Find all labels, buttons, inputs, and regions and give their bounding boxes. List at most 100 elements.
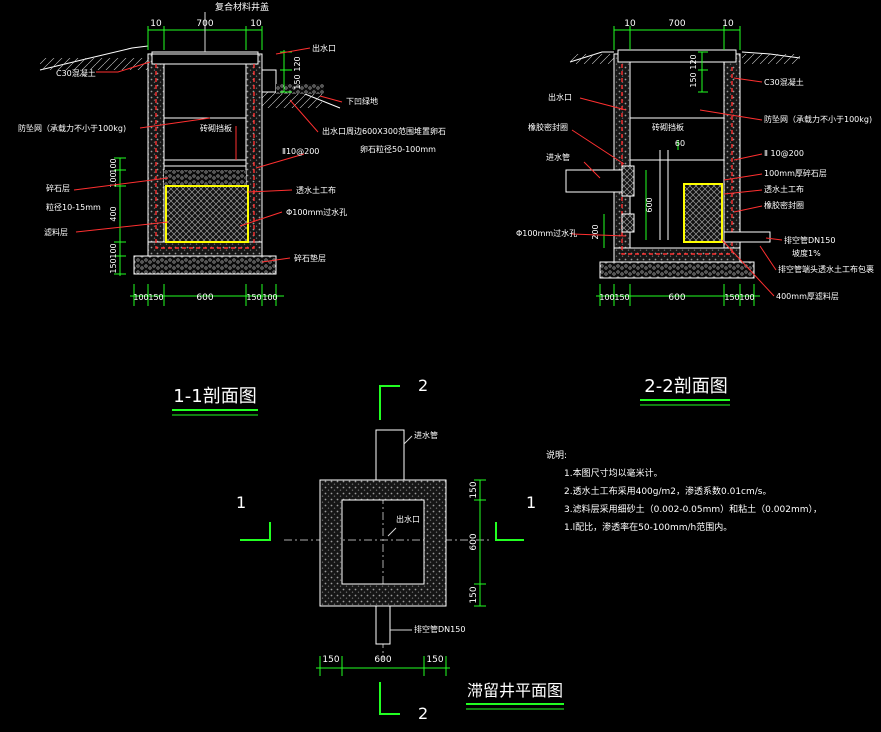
label-cover: 复合材料井盖 — [215, 1, 269, 13]
plan-dim-right-600: 600 — [469, 533, 479, 550]
plan-dim-right-150b: 150 — [469, 586, 479, 603]
dim-bottom-150a-2: 150 — [614, 293, 629, 302]
label-rebar: Ⅱ10@200 — [282, 147, 319, 156]
label-seal-top: 橡胶密封圈 — [528, 122, 568, 132]
dim-top-left: 10 — [150, 19, 162, 29]
plan-inlet-pipe — [375, 429, 405, 481]
dim-top-mid-2: 700 — [668, 19, 685, 29]
plan-well-walls — [319, 479, 447, 607]
dim-top-right-2: 10 — [722, 19, 734, 29]
dim-left-100b: 100 — [109, 172, 118, 187]
dim-200: 200 — [591, 224, 600, 239]
plan-dim-right-150a: 150 — [469, 481, 479, 498]
plan-mark-1-left: 1 — [236, 493, 246, 512]
dim-top-right: 10 — [250, 19, 262, 29]
filter-layer-2 — [683, 183, 723, 243]
label-inlet: 进水管 — [546, 152, 570, 162]
label-rebar-2: Ⅱ 10@200 — [764, 149, 804, 158]
bottom-slab-2 — [613, 247, 741, 263]
plan-dim-bottom-150a: 150 — [322, 655, 339, 665]
label-ground: 下凹绿地 — [346, 96, 378, 106]
rebar-line-2 — [621, 64, 733, 255]
dim-left-400: 400 — [109, 206, 118, 221]
dim-600: 600 — [645, 197, 654, 212]
filter-layer — [165, 185, 249, 243]
dim-bottom-100a-2: 100 — [599, 293, 614, 302]
dim-right-150-2: 150 — [689, 72, 698, 87]
label-slope: 坡度1% — [792, 248, 821, 258]
section-2-2: 10 700 10 150 120 60 600 200 100 150 600… — [516, 19, 874, 406]
gravel-bedding — [133, 255, 277, 275]
gravel-layer — [164, 170, 246, 186]
label-brick: 砖砌挡板 — [200, 123, 232, 133]
label-seal-2: 橡胶密封圈 — [764, 200, 804, 210]
drain-pipe — [723, 231, 771, 243]
label-guard-net-2: 防坠网（承载力不小于100kg) — [764, 114, 872, 124]
label-pebble-size: 卵石粒径50-100mm — [360, 144, 436, 154]
notes-heading: 说明: — [546, 449, 567, 461]
label-c30-2: C30混凝土 — [764, 77, 804, 87]
inlet-pipe — [565, 169, 631, 193]
dim-bottom-100b-2: 100 — [739, 293, 754, 302]
label-filter: 滤料层 — [44, 227, 68, 237]
bottom-slab — [147, 241, 263, 257]
note-4: 1.l配比，渗透率在50-100mm/h范围内。 — [564, 521, 732, 533]
dim-bottom-150b-2: 150 — [724, 293, 739, 302]
plan-mark-1-right: 1 — [526, 493, 536, 512]
label-geotextile-2: 透水土工布 — [764, 184, 804, 194]
note-1: 1.本图尺寸均以毫米计。 — [564, 467, 663, 479]
outlet-pebbles — [276, 84, 324, 94]
dim-bottom-100b: 100 — [262, 293, 277, 302]
well-cover-2 — [617, 49, 737, 63]
dim-left-100c: 100 — [109, 243, 118, 258]
dim-60: 60 — [675, 139, 685, 148]
plan-drain-pipe — [375, 605, 391, 645]
plan-dim-bottom-150b: 150 — [426, 655, 443, 665]
section-1-title: 1-1剖面图 — [173, 386, 256, 407]
plan-view: 2 2 1 1 进水管 出水口 排空管DN150 150 600 150 — [236, 376, 564, 723]
dim-top-left-2: 10 — [624, 19, 636, 29]
dim-left-100a: 100 — [109, 158, 118, 173]
section-1-1: 10 700 10 复合材料井盖 120 150 100 100 400 100… — [18, 1, 446, 416]
plan-title: 滞留井平面图 — [467, 681, 563, 700]
dim-left-150: 150 — [109, 258, 118, 273]
label-hole: Φ100mm过水孔 — [286, 207, 347, 217]
dim-bottom-150b: 150 — [246, 293, 261, 302]
section-2-title: 2-2剖面图 — [644, 376, 727, 397]
label-filter-2: 400mm厚滤料层 — [776, 291, 839, 301]
plan-label-inlet: 进水管 — [414, 430, 438, 440]
label-gravel: 碎石层 — [46, 183, 70, 193]
label-guard-net: 防坠网（承载力不小于100kg) — [18, 123, 126, 133]
label-drain-wrap: 排空管端头透水土工布包裹 — [778, 264, 874, 274]
label-geotextile: 透水土工布 — [296, 185, 336, 195]
dim-right-150: 150 — [293, 74, 302, 89]
dim-bottom-600-2: 600 — [668, 293, 685, 303]
plan-label-outlet: 出水口 — [396, 514, 420, 524]
plan-mark-2-top: 2 — [418, 376, 428, 395]
rebar-line — [155, 64, 255, 249]
label-outlet-2: 出水口 — [548, 92, 572, 102]
label-gravel-2: 100mm厚碎石层 — [764, 168, 827, 178]
label-outlet-stone: 出水口周边600X300范围堆置卵石 — [322, 126, 446, 136]
plan-label-drain: 排空管DN150 — [414, 624, 465, 634]
dim-bottom-600: 600 — [196, 293, 213, 303]
dim-bottom-100a: 100 — [133, 293, 148, 302]
plan-mark-2-bottom: 2 — [418, 704, 428, 723]
dim-right-120: 120 — [293, 56, 302, 71]
notes: 说明: 1.本图尺寸均以毫米计。 2.透水土工布采用400g/m2，渗透系数0.… — [546, 449, 822, 533]
label-bedding: 碎石垫层 — [294, 253, 326, 263]
outlet-opening — [261, 69, 277, 93]
label-brick-2: 砖砌挡板 — [652, 122, 684, 132]
gravel-bedding-2 — [599, 261, 755, 279]
label-drain: 排空管DN150 — [784, 235, 835, 245]
label-hole-2: Φ100mm过水孔 — [516, 228, 577, 238]
label-c30: C30混凝土 — [56, 68, 96, 78]
soil-hatch-left — [40, 58, 148, 70]
note-2: 2.透水土工布采用400g/m2，渗透系数0.01cm/s。 — [564, 485, 771, 497]
label-outlet: 出水口 — [312, 43, 336, 53]
dim-right-120-2: 120 — [689, 54, 698, 69]
plan-dim-bottom-600: 600 — [374, 655, 391, 665]
dim-bottom-150a: 150 — [148, 293, 163, 302]
